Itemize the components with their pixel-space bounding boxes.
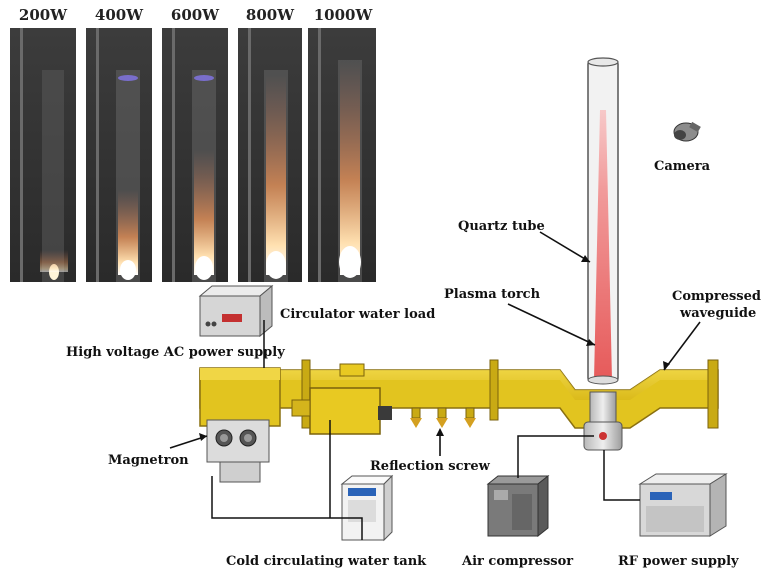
hv-power-supply: [198, 284, 274, 338]
photo-1000w: [308, 28, 376, 282]
power-label-600w: 600W: [171, 6, 220, 24]
reflection-screw-2: [436, 407, 448, 428]
reflection-screw-1: [410, 407, 422, 428]
label-plasma-torch: Plasma torch: [444, 287, 541, 302]
label-air-compressor: Air compressor: [461, 554, 573, 569]
cold-water-tank: [340, 474, 394, 542]
power-label-800w: 800W: [246, 6, 295, 24]
connection-lines: [211, 320, 640, 540]
label-hv-power-supply: High voltage AC power supply: [66, 345, 285, 360]
power-label-200w: 200W: [19, 6, 68, 24]
plasma-torch-base: [583, 391, 623, 451]
label-compressed-waveguide-1: Compressed: [672, 289, 761, 304]
label-camera: Camera: [654, 159, 711, 174]
label-rf-power-supply: RF power supply: [618, 554, 739, 569]
camera-icon: [673, 121, 701, 142]
label-magnetron: Magnetron: [108, 453, 189, 468]
photo-800w: [238, 28, 302, 282]
photo-200w: [10, 28, 76, 282]
reflection-screws: [410, 407, 476, 428]
reflection-screw-3: [464, 407, 476, 428]
label-circulator-water-load: Circulator water load: [280, 307, 435, 322]
rf-power-supply: [638, 473, 728, 537]
air-compressor: [486, 474, 550, 538]
label-cold-water-tank: Cold circulating water tank: [226, 554, 427, 569]
photo-400w: [86, 28, 152, 282]
power-label-400w: 400W: [95, 6, 144, 24]
plasma-column: [594, 110, 612, 380]
power-label-1000w: 1000W: [314, 6, 374, 24]
quartz-tube: [587, 57, 619, 385]
photo-600w: [162, 28, 228, 282]
plasma-photo-strip: 200W 400W 600W 800W 1000W: [10, 6, 376, 282]
label-reflection-screw: Reflection screw: [370, 459, 491, 474]
arrow-heads: [199, 255, 670, 441]
label-compressed-waveguide-2: waveguide: [679, 306, 756, 321]
label-quartz-tube: Quartz tube: [458, 219, 545, 234]
magnetron: [206, 419, 270, 483]
waveguide: [199, 359, 719, 435]
